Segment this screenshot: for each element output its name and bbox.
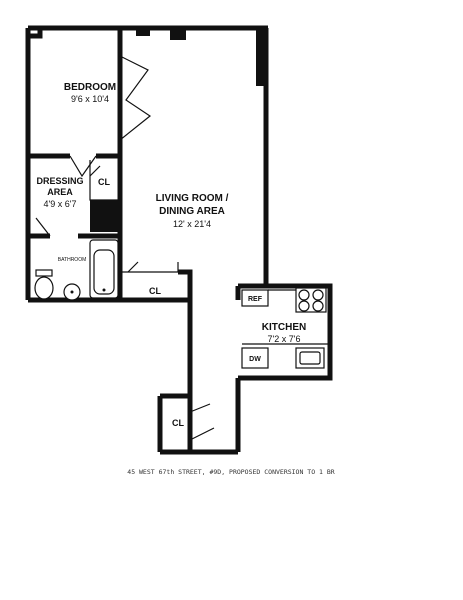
bathtub [89, 239, 119, 299]
dw-label: DW [249, 356, 261, 363]
dressing-name-line2: AREA [47, 187, 73, 197]
toilet-tank [35, 269, 53, 277]
hall-closet-door [127, 261, 179, 273]
hall-closet-name: CL [149, 286, 161, 296]
sink-drain [70, 290, 74, 294]
burner-4 [312, 300, 324, 312]
burner-1 [298, 289, 310, 301]
burner-3 [298, 300, 310, 312]
plan-caption: 45 WEST 67th STREET, #9D, PROPOSED CONVE… [127, 468, 334, 476]
bathtub-inner [93, 249, 115, 295]
dressing-lower-door [35, 217, 51, 237]
bedroom-name: BEDROOM [64, 82, 116, 93]
toilet [34, 276, 54, 300]
living-name-line1: LIVING ROOM / [156, 193, 229, 204]
refrigerator [241, 289, 269, 307]
bedroom-door [119, 55, 152, 141]
dishwasher [241, 347, 269, 369]
bathroom-fixtures [34, 239, 119, 301]
kitchen-sink [295, 347, 325, 369]
column-top-left [136, 26, 150, 36]
stove [295, 287, 327, 313]
dressing-closet-name: CL [98, 177, 110, 187]
kitchen-appliances [241, 287, 330, 369]
entry-closet-door [189, 403, 215, 441]
dressing-name-line1: DRESSING [36, 176, 83, 186]
dressing-dims: 4'9 x 6'7 [44, 199, 77, 209]
bathtub-drain [102, 288, 106, 292]
column-top-right [256, 26, 268, 86]
kitchen-sink-basin [299, 351, 321, 365]
living-name-line2: DINING AREA [159, 206, 225, 217]
kitchen-name: KITCHEN [262, 322, 306, 333]
interior-walls [28, 30, 241, 300]
kitchen-dims: 7'2 x 7'6 [268, 334, 301, 344]
dressing-closet-door [89, 165, 101, 177]
column-top-mid [170, 26, 186, 40]
burner-2 [312, 289, 324, 301]
bathroom-name: BATHROOM [58, 257, 87, 263]
doors [35, 55, 215, 441]
shaft-block [90, 200, 118, 232]
ref-label: REF [248, 296, 263, 303]
dressing-door [69, 155, 97, 178]
entry-closet-name: CL [172, 418, 184, 428]
living-dims: 12' x 21'4 [173, 219, 211, 229]
bedroom-dims: 9'6 x 10'4 [71, 94, 109, 104]
